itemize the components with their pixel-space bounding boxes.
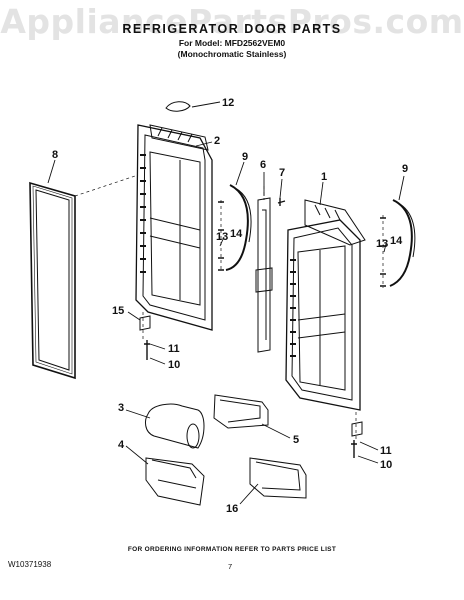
callout-2: 2 (214, 135, 220, 147)
door-bin-part-16 (249, 457, 307, 499)
callout-14-left: 14 (230, 228, 243, 240)
callout-10-right: 10 (380, 459, 392, 471)
variant-line: (Monochromatic Stainless) (177, 49, 287, 59)
right-lower-hinge-part (351, 421, 363, 437)
callout-13-left: 13 (216, 231, 228, 243)
center-mullion-part (255, 197, 273, 353)
callout-12: 12 (222, 97, 234, 109)
page-title: REFRIGERATOR DOOR PARTS (122, 22, 342, 36)
bucket-part-4 (145, 457, 205, 506)
ordering-note: FOR ORDERING INFORMATION REFER TO PARTS … (127, 546, 337, 553)
callout-10-left: 10 (168, 359, 180, 371)
right-handle-part (389, 199, 416, 287)
callout-16: 16 (226, 503, 238, 515)
watermark: AppliancePartsPros.com (0, 2, 464, 41)
callout-11-right: 11 (380, 445, 392, 457)
callout-3: 3 (118, 402, 124, 414)
bin-part-3 (145, 403, 205, 449)
callout-9-left: 9 (242, 151, 248, 163)
page-number: 7 (228, 562, 233, 571)
document-number: W10371938 (8, 560, 52, 569)
door-bin-part-5 (213, 394, 269, 429)
callout-1: 1 (321, 171, 327, 183)
callout-7: 7 (279, 167, 285, 179)
left-handle-part (225, 184, 252, 271)
hinge-cap-part (165, 101, 191, 112)
lower-hinge-part (139, 315, 151, 331)
callout-5: 5 (293, 434, 299, 446)
door-gasket-part (29, 181, 76, 380)
exploded-diagram: 12 2 8 9 6 7 1 9 13 14 13 14 15 11 10 3 … (29, 97, 416, 515)
callout-15: 15 (112, 305, 124, 317)
callout-11-left: 11 (168, 343, 180, 355)
callout-13-right: 13 (376, 238, 388, 250)
left-door-part (135, 124, 213, 331)
model-line: For Model: MFD2562VEM0 (178, 38, 286, 48)
screw-7-part (277, 198, 286, 206)
callout-14-right: 14 (390, 235, 403, 247)
leader-lines (47, 101, 405, 505)
handle-screws (218, 201, 386, 287)
callout-8: 8 (52, 149, 58, 161)
right-door-part (285, 199, 366, 411)
lower-screw-part (144, 340, 150, 360)
callout-6: 6 (260, 159, 266, 171)
callout-9-right: 9 (402, 163, 408, 175)
callout-4: 4 (118, 439, 125, 451)
right-lower-screw-part (351, 440, 357, 458)
